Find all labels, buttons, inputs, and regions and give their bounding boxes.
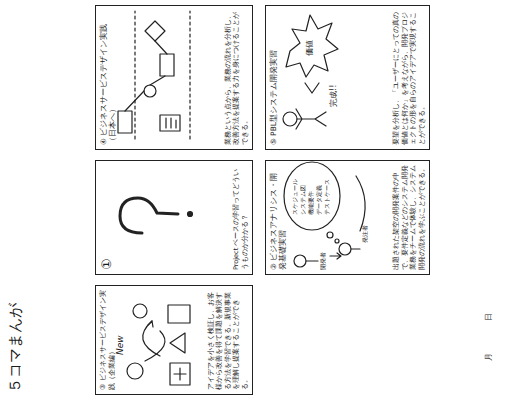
drawing-label: 日	[485, 313, 494, 321]
panel-box: ④ ビジネスサービスデザイン実践（日本へ） 業務という点から、業務の流れを分析し、…	[95, 5, 253, 150]
panel-heading: ①	[99, 165, 115, 270]
drawing-label: テストケース	[324, 179, 331, 215]
drawing-label: システム図	[300, 185, 307, 215]
drawing-label: 開発者	[320, 252, 327, 270]
drawing-label: 月	[485, 353, 494, 361]
panel-caption: 出題された架空の開発案件の中で、要件定義などのシステム開発業務をチームで体験し、…	[392, 165, 426, 270]
drawing-label: 価値	[306, 40, 315, 56]
panel-box: ① Project ベースの学習ってどういうものか分かる？	[95, 160, 253, 275]
panel-heading: ⑤ PBL型システム開発実習	[269, 10, 278, 145]
panel-box: ⑤ PBL型システム開発実習 要望を分析し、「ユーザーにとっての真の価値とは何か」…	[265, 5, 430, 150]
drawing-label: データ定義	[316, 185, 323, 215]
panel-caption: Project ベースの学習ってどういうものか分かる？	[232, 165, 249, 270]
panel-caption: 要望を分析し、「ユーザーにとっての真の価値とは何か」を考えながら、開発プロジェク…	[392, 10, 426, 145]
panel-heading: ④ ビジネスサービスデザイン実践（日本へ）	[99, 10, 118, 145]
panel-caption: アイデアを小さく検証し、お客様から改善を得て課題を解決する方法を学習できる。新規…	[207, 290, 249, 390]
panel-heading: ② ビジネスアナリシス・開発基礎実習	[269, 165, 288, 270]
panel-box: ② ビジネスアナリシス・開発基礎実習 出題された架空の開発案件の中で、要件定義など…	[265, 160, 430, 275]
page-title: ５コマまんが	[6, 303, 25, 393]
panel-caption: 業務という点から、業務の流れを分析し、改善方法を提案する力を身につけることができ…	[224, 10, 249, 145]
drawing-label: 発注者	[362, 225, 369, 243]
drawing-label: New	[116, 335, 126, 355]
panel-heading: ③ ビジネスサービスデザイン実践（企業編）	[99, 290, 117, 390]
drawing-label: スケジュール	[292, 179, 299, 215]
drawing-label: 機能要件	[308, 191, 315, 215]
drawing-label: 完成!!	[330, 85, 339, 107]
